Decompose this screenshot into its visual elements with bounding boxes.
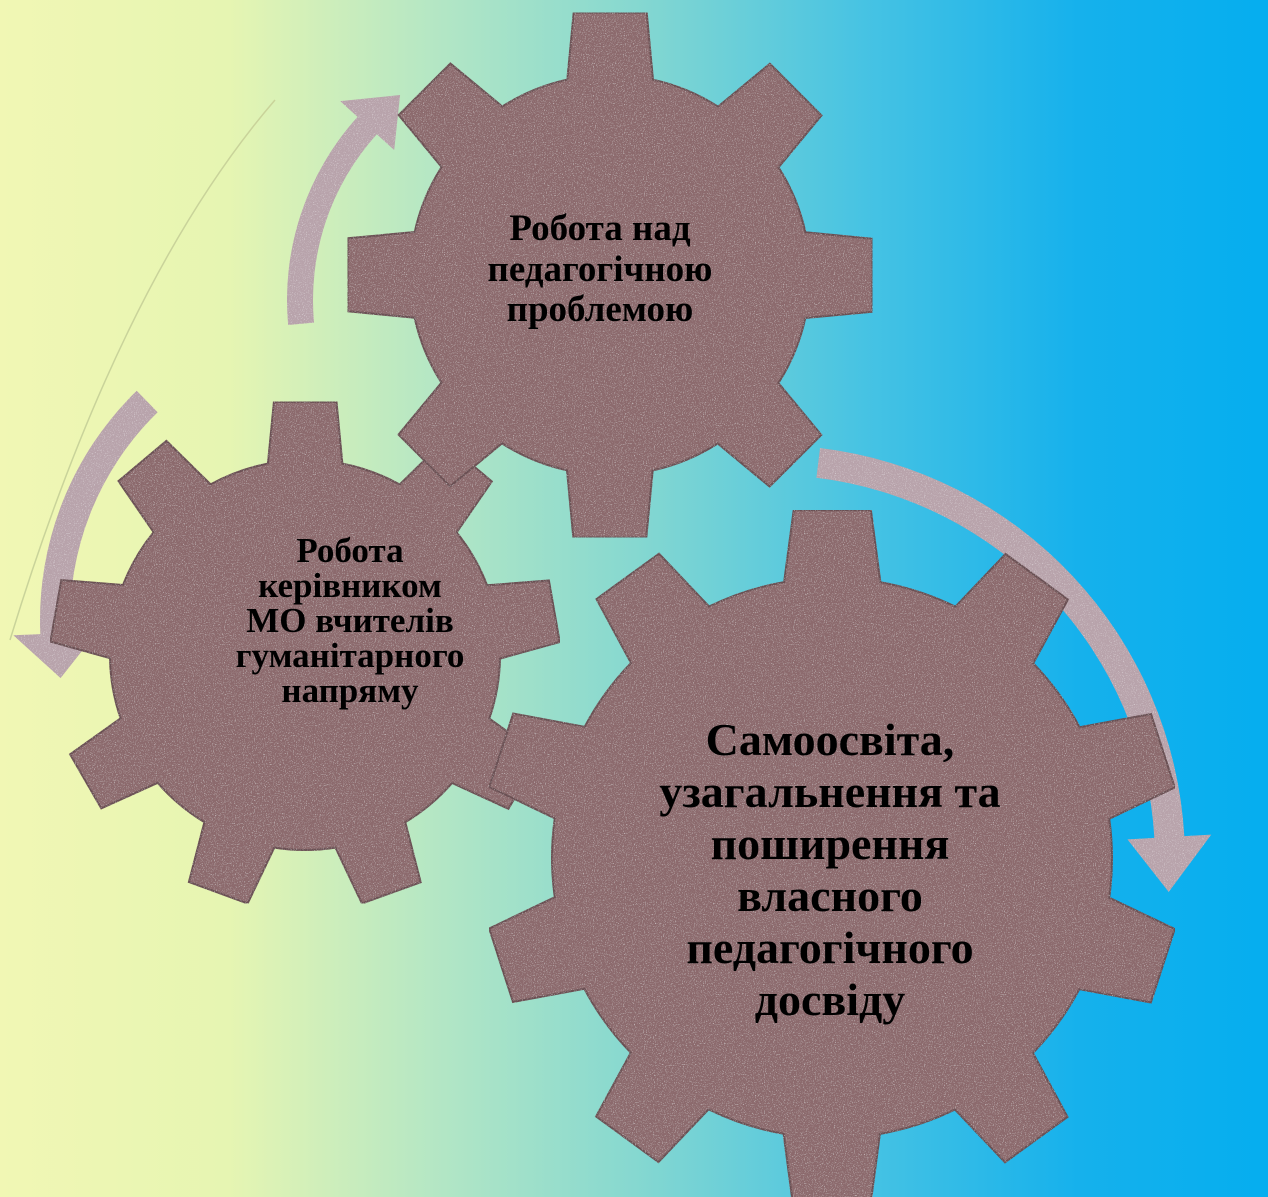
gear-icon xyxy=(487,509,1177,1197)
decorative-curve-line xyxy=(9,99,276,641)
gear-label-pedagogical-problem: Робота над педагогічною проблемою xyxy=(487,207,713,331)
gear-label-mo-head: Робота керівником МО вчителів гуманітарн… xyxy=(235,530,465,710)
gear-label-self-education: Самоосвіта, узагальнення та поширення вл… xyxy=(659,714,1001,1025)
cycle-arrows xyxy=(13,94,1212,892)
gear-icon xyxy=(49,400,561,905)
curved-arrow-right xyxy=(816,448,1212,892)
curved-arrow-top xyxy=(286,94,401,325)
gear-icon xyxy=(346,11,874,539)
curved-arrow-left xyxy=(13,390,158,679)
